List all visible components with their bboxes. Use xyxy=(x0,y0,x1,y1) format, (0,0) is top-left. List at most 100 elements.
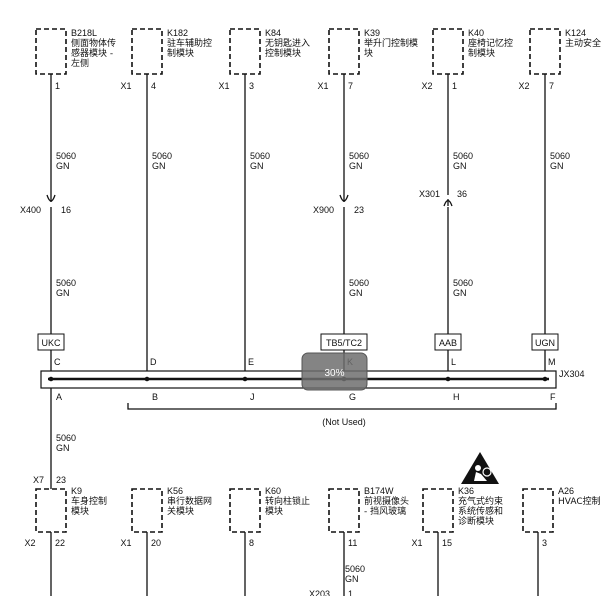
wire-number: 5060 xyxy=(349,151,369,161)
label-text: TB5/TC2 xyxy=(326,338,362,348)
module-code: K9 xyxy=(71,486,82,496)
splice-cavity-top: E xyxy=(248,357,254,367)
wire-number: 5060 xyxy=(349,278,369,288)
pin-label: 7 xyxy=(348,81,353,91)
module-dashed-outline xyxy=(422,488,454,533)
module-name-line: 模块 xyxy=(71,505,89,517)
zoom-badge-bg xyxy=(301,352,368,391)
splice-cavity-top: C xyxy=(54,357,61,367)
splice-node xyxy=(242,376,248,382)
module-name-line: 主动安全 xyxy=(565,37,601,49)
wire-number: 5060 xyxy=(345,564,365,574)
wire-color: GN xyxy=(345,574,359,584)
wire-color: GN xyxy=(250,161,264,171)
icon-head xyxy=(475,465,481,471)
splice-name: JX304 xyxy=(559,369,585,379)
module-name-line: 举升门控制模 xyxy=(364,37,418,49)
splice-cavity-bottom: J xyxy=(250,392,255,402)
connector-label: X2 xyxy=(518,81,529,91)
splice-pack-jx304[interactable]: JX304 xyxy=(40,369,585,389)
module-code: B174W xyxy=(364,486,394,496)
splice-cavity-top: L xyxy=(451,357,456,367)
connector-name: X900 xyxy=(313,205,334,215)
splice-node xyxy=(48,376,54,382)
pin-label: 1 xyxy=(452,81,457,91)
zoom-level-badge[interactable]: 30% xyxy=(301,352,368,391)
wire-number: 5060 xyxy=(550,151,570,161)
module-name-line: 左侧 xyxy=(71,57,89,69)
splice-node xyxy=(144,376,150,382)
module-name-line: 充气式约束 xyxy=(458,495,503,507)
connector-pin-number: 36 xyxy=(457,189,467,199)
splice-cavity-top: M xyxy=(548,357,556,367)
splice-cavity-bottom: G xyxy=(349,392,356,402)
label-box xyxy=(434,333,462,351)
wire-color: GN xyxy=(550,161,564,171)
bottom-connector-pin: 1 xyxy=(348,589,353,596)
wire-color: GN xyxy=(349,288,363,298)
wire-number: 5060 xyxy=(453,151,473,161)
connector-label: X2 xyxy=(421,81,432,91)
module-dashed-outline xyxy=(328,28,360,75)
wire-color: GN xyxy=(453,288,467,298)
module-name-line: - 挡风玻璃 xyxy=(364,505,406,517)
connector-pin-number: 16 xyxy=(61,205,71,215)
label-text: UKC xyxy=(41,338,61,348)
module-name-line: HVAC控制装 xyxy=(558,495,601,507)
pin-label: 3 xyxy=(542,538,547,548)
label-text: AAB xyxy=(439,338,457,348)
module-name-line: 车身控制 xyxy=(71,495,107,507)
bottom-module-a26[interactable]: A26HVAC控制装3 xyxy=(522,486,601,548)
wire-number: 5060 xyxy=(56,433,76,443)
wire-number: 5060 xyxy=(250,151,270,161)
splice-label-ukc: UKC xyxy=(37,333,65,351)
pin-label: 11 xyxy=(348,538,357,548)
module-dashed-outline xyxy=(529,28,561,75)
pin-label: 8 xyxy=(249,538,254,548)
wire-number: 5060 xyxy=(152,151,172,161)
module-dashed-outline xyxy=(432,28,464,75)
label-box xyxy=(320,333,368,351)
pin-label: 20 xyxy=(151,538,161,548)
pin-label: 15 xyxy=(442,538,452,548)
module-name-line: 诊断模块 xyxy=(458,515,494,527)
pin-label: 7 xyxy=(549,81,554,91)
module-name-line: 驻车辅助控 xyxy=(167,37,212,49)
module-code: K60 xyxy=(265,486,281,496)
module-name-line: 感器模块 - xyxy=(71,47,113,59)
pin-label: 3 xyxy=(249,81,254,91)
module-code: K39 xyxy=(364,28,380,38)
splice-node xyxy=(542,376,548,382)
not-used-label: (Not Used) xyxy=(322,417,366,427)
icon-airbag xyxy=(482,467,492,477)
module-dashed-outline xyxy=(131,488,163,533)
module-name-line: 控制模块 xyxy=(265,47,301,59)
connector-label: X1 xyxy=(218,81,229,91)
airbag-warning-icon xyxy=(461,452,499,484)
module-dashed-outline xyxy=(229,28,261,75)
